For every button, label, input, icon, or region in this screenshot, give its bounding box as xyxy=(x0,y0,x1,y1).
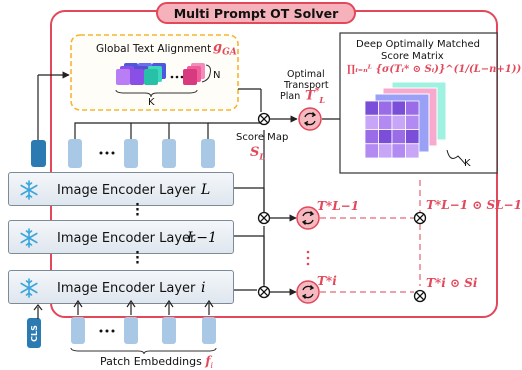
plan-i-label: T*i xyxy=(317,274,337,288)
matrix-title-line1: Deep Optimally Matched xyxy=(356,39,480,50)
frozen-icon xyxy=(20,278,38,298)
otimes-l-minus-1 xyxy=(257,211,271,225)
score-matrix-cell xyxy=(405,129,420,145)
matrix-formula: ∏ᵢ₌ₙᴸ {σ(Tᵢ* ⊙ Sᵢ)}^(1/(L−n+1)) xyxy=(347,64,522,75)
score-matrix-cell xyxy=(378,129,393,145)
frozen-icon xyxy=(20,228,38,248)
ot-plan-i-icon xyxy=(296,280,320,304)
score-matrix-cell xyxy=(364,114,379,130)
text-prompt-tokens xyxy=(115,63,211,98)
matrix-title-line2: Score Matrix xyxy=(381,51,444,62)
ot-label-line3: Plan xyxy=(280,91,301,102)
ot-symbol: T*L xyxy=(305,87,326,105)
ot-plan-icon xyxy=(298,107,322,131)
score-matrix-cell xyxy=(405,143,420,159)
otimes-i xyxy=(257,285,271,299)
product-i-label: T*i ⊙ Si xyxy=(426,276,478,290)
encoder-label: Image Encoder Layer xyxy=(57,231,196,246)
product-otimes-i xyxy=(413,289,427,303)
matrix-dim-k: K xyxy=(464,158,471,169)
score-matrix-cell xyxy=(405,114,420,130)
encoder-label: Image Encoder Layer xyxy=(57,281,196,296)
score-matrix-cell xyxy=(391,100,406,116)
diagram-canvas xyxy=(31,10,498,318)
dim-n-label: N xyxy=(213,70,221,81)
score-matrix-cell xyxy=(391,114,406,130)
vertical-dots: ··· xyxy=(135,246,140,271)
score-map-otimes xyxy=(257,112,271,126)
ot-plan-l-minus-1-icon xyxy=(296,206,320,230)
solver-title: Multi Prompt OT Solver xyxy=(156,2,356,24)
encoder-label: Image Encoder Layer xyxy=(57,183,196,198)
patch-embedding-tokens xyxy=(70,299,217,355)
plan-l-minus-1-label: T*L−1 xyxy=(317,199,360,213)
score-matrix-cell xyxy=(391,143,406,159)
cls-arrow-icon xyxy=(33,304,43,319)
vertical-dots: ··· xyxy=(135,198,140,223)
encoder-layer-i: Image Encoder Layer i xyxy=(8,270,234,304)
score-matrix-cell xyxy=(378,143,393,159)
score-matrix-cell xyxy=(378,114,393,130)
encoder-layer-l-minus-1: Image Encoder Layer L−1 xyxy=(8,220,234,254)
score-map-label: Score Map xyxy=(236,132,289,143)
encoder-layer-l: Image Encoder Layer L xyxy=(8,172,234,206)
cls-token: CLS xyxy=(27,318,41,348)
frozen-icon xyxy=(20,180,38,200)
layer-feature-tokens xyxy=(68,139,215,168)
encoder-symbol: i xyxy=(201,280,206,296)
global-alignment-label: Global Text Alignment xyxy=(96,43,212,55)
ot-label-line1: Optimal xyxy=(287,69,325,80)
score-matrix-stack xyxy=(364,81,447,159)
encoder-symbol: L xyxy=(201,182,211,198)
patch-embeddings-label: Patch Embeddings fi xyxy=(100,354,214,370)
global-alignment-symbol: gGA xyxy=(213,40,237,58)
encoder-symbol: L−1 xyxy=(187,230,217,246)
score-matrix-cell xyxy=(378,100,393,116)
ot-label-line2: Transport xyxy=(284,80,329,91)
score-matrix-cell xyxy=(391,129,406,145)
prompt-token xyxy=(31,140,46,167)
score-map-symbol: SL xyxy=(250,145,266,162)
score-matrix-cell xyxy=(364,129,379,145)
product-otimes-l-minus-1 xyxy=(413,211,427,225)
score-matrix-cell xyxy=(405,100,420,116)
score-matrix-cell xyxy=(364,100,379,116)
score-matrix-cell xyxy=(364,143,379,159)
dim-k-label: K xyxy=(148,97,155,108)
product-l-minus-1-label: T*L−1 ⊙ SL−1 xyxy=(426,198,522,212)
